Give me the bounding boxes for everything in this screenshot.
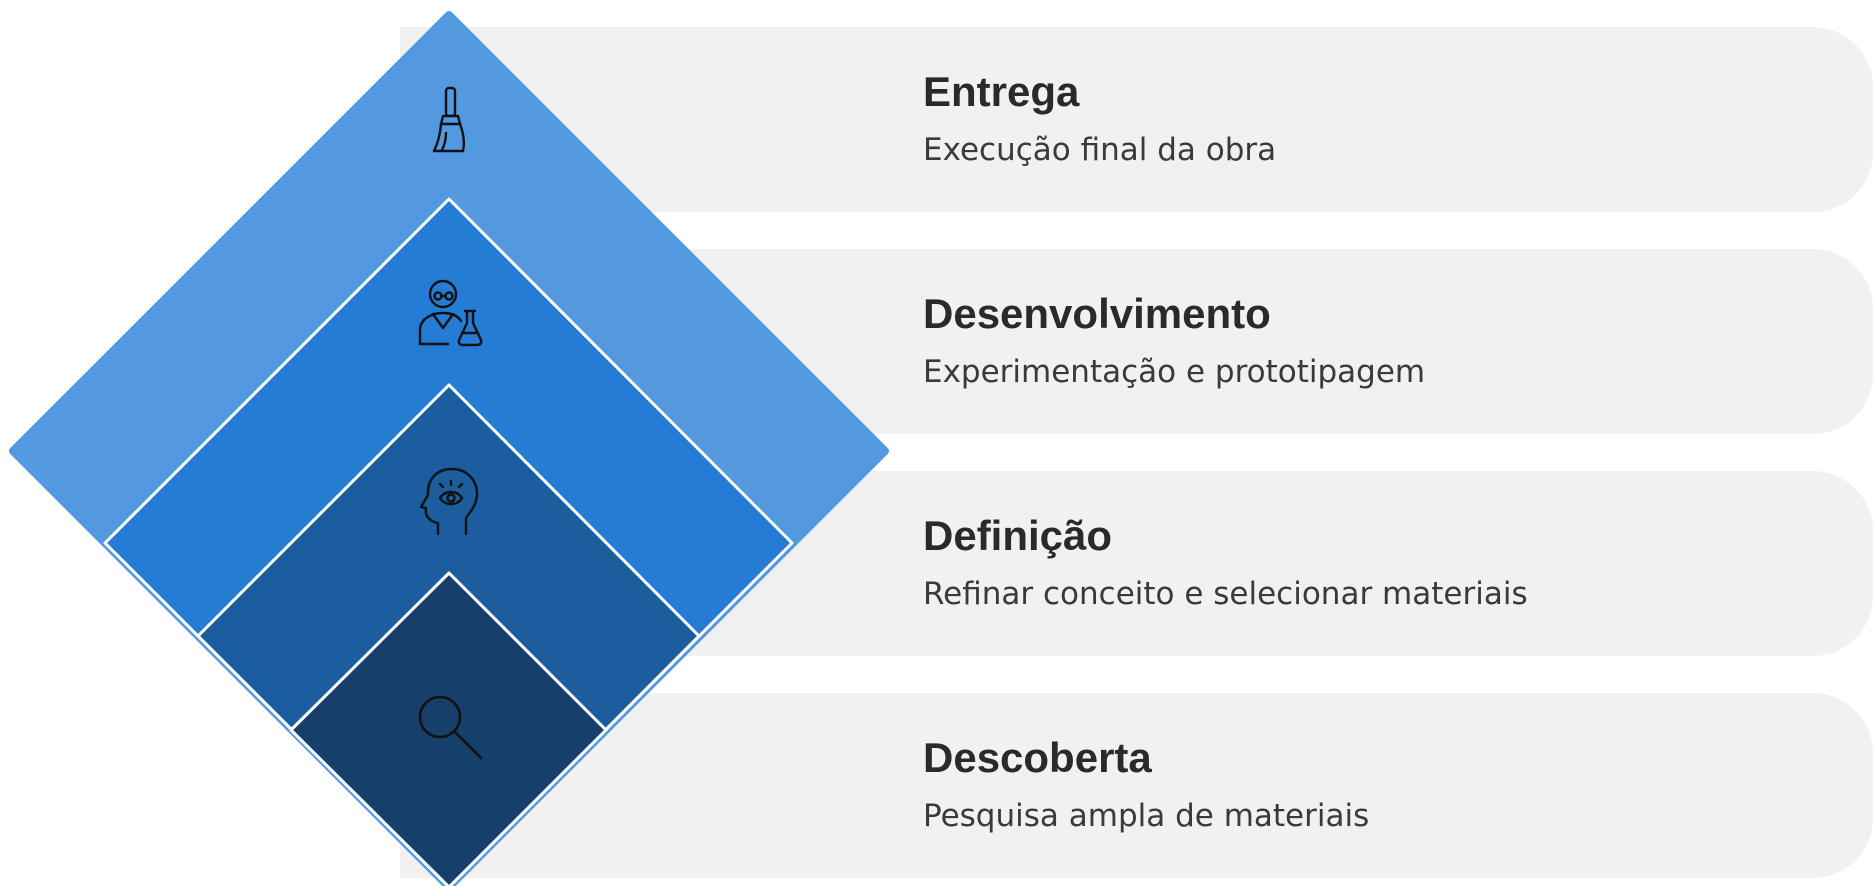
stage-title: Desenvolvimento bbox=[923, 290, 1271, 337]
stage-title: Definição bbox=[923, 512, 1113, 559]
stage-title: Entrega bbox=[923, 68, 1080, 115]
search-icon bbox=[418, 695, 483, 760]
layer-descoberta bbox=[289, 571, 608, 886]
paintbrush-icon bbox=[432, 86, 465, 153]
stage-description: Execução final da obra bbox=[923, 132, 1277, 168]
stage-definicao: Definição Refinar conceito e selecionar … bbox=[923, 515, 1528, 610]
stage-description: Experimentação e prototipagem bbox=[923, 354, 1426, 390]
stage-band-entrega bbox=[400, 27, 1873, 212]
scientist-icon bbox=[418, 279, 483, 347]
stage-description: Pesquisa ampla de materiais bbox=[923, 798, 1370, 834]
mind-eye-icon bbox=[419, 467, 479, 536]
stage-desenvolvimento: Desenvolvimento Experimentação e prototi… bbox=[923, 293, 1425, 388]
stage-descoberta: Descoberta Pesquisa ampla de materiais bbox=[923, 737, 1369, 832]
stage-description: Refinar conceito e selecionar materiais bbox=[923, 576, 1528, 612]
stage-band-descoberta bbox=[400, 693, 1873, 878]
stage-entrega: Entrega Execução final da obra bbox=[923, 71, 1276, 166]
stage-title: Descoberta bbox=[923, 734, 1152, 781]
